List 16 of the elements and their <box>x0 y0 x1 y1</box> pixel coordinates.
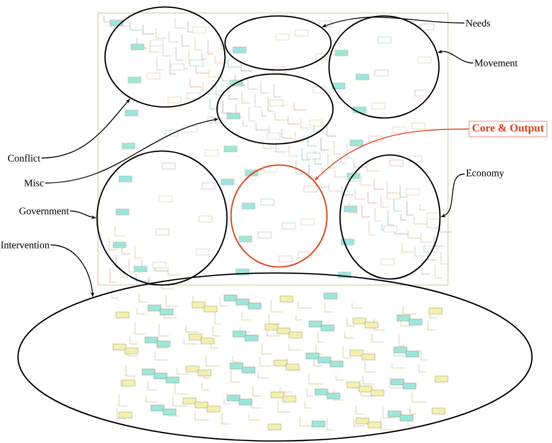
boxed-label: Core & Output <box>468 120 548 138</box>
region-ellipse <box>104 6 226 108</box>
region-ellipse <box>328 15 440 119</box>
region-ellipse <box>339 154 441 280</box>
region-ellipse <box>224 15 332 71</box>
region-label: Government <box>19 208 69 214</box>
region-label: Intervention <box>0 242 50 248</box>
region-label: Conflict <box>8 154 40 162</box>
region-ellipse <box>17 272 533 442</box>
region-ellipse <box>216 73 334 145</box>
region-ellipse <box>230 164 328 268</box>
region-label: Movement <box>474 60 518 66</box>
region-label: Misc <box>24 180 44 186</box>
region-label: Needs <box>466 19 490 26</box>
region-ellipse <box>96 150 228 286</box>
region-label: Economy <box>466 170 504 178</box>
